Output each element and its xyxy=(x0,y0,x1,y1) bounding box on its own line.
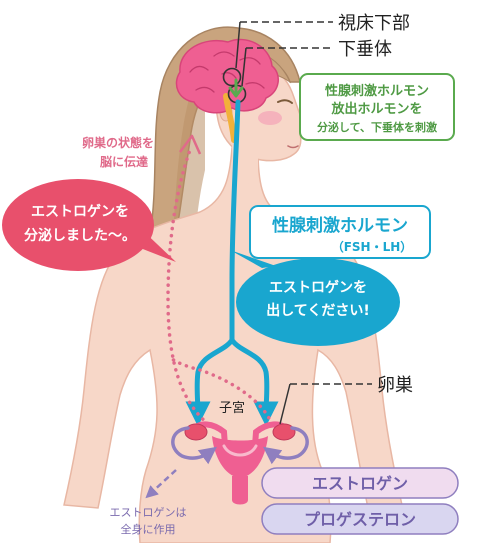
left-ovary xyxy=(184,423,208,441)
green-box-line1: 性腺刺激ホルモン xyxy=(325,83,429,99)
uterus-illustration xyxy=(187,421,293,505)
feedback-dotted-path xyxy=(166,148,210,426)
blue-path-right xyxy=(229,338,279,427)
left-purple-circle-arrow xyxy=(171,426,218,465)
brain-folds xyxy=(189,51,265,93)
red-speech-bubble xyxy=(2,179,154,271)
blue-box-title: 性腺刺激ホルモン xyxy=(272,215,408,236)
estrogen-pill xyxy=(261,467,459,499)
estrogen-effect-line2: 全身に作用 xyxy=(121,522,176,536)
red-bubble-line2: 分泌しました〜。 xyxy=(24,227,136,244)
ovary-state-label-line2: 脳に伝達 xyxy=(100,154,148,169)
purple-dashed-arrow xyxy=(145,469,177,499)
ovary-label: 卵巣 xyxy=(377,375,413,396)
blue-bubble-tail xyxy=(230,250,276,268)
feedback-arrow-head xyxy=(179,134,202,155)
feedback-dotted-path-right xyxy=(166,354,274,426)
progesterone-pill-label: プロゲステロン xyxy=(304,510,416,529)
blue-bubble-line1: エストロゲンを xyxy=(269,279,367,296)
green-box-line3: 分泌して、下垂体を刺激 xyxy=(317,120,437,134)
hypothalamus-leader-drop xyxy=(235,21,241,69)
right-purple-circle-arrow xyxy=(262,426,309,465)
right-ovary xyxy=(272,423,296,441)
uterus-label: 子宮 xyxy=(219,400,245,416)
progesterone-pill xyxy=(261,503,459,535)
ovary-state-label-line1: 卵巣の状態を xyxy=(82,135,154,150)
green-down-arrow xyxy=(228,78,244,98)
neck xyxy=(232,140,258,186)
green-box-line2: 放出ホルモンを xyxy=(330,101,422,117)
brain-stem xyxy=(223,93,237,143)
pituitary-label: 下垂体 xyxy=(338,39,392,60)
blue-path-left xyxy=(185,338,235,427)
mouth xyxy=(287,145,299,149)
cheek xyxy=(258,111,282,125)
green-info-box xyxy=(299,73,455,141)
estrogen-pill-label: エストロゲン xyxy=(312,474,408,493)
blue-path-main xyxy=(229,99,241,343)
pituitary-leader-drop xyxy=(241,47,247,87)
hypothalamus-marker xyxy=(222,67,242,87)
ovary-leader-drop xyxy=(279,383,291,425)
hypothalamus-label: 視床下部 xyxy=(338,13,410,34)
blue-info-box xyxy=(249,205,431,259)
blue-bubble-line2: 出してください! xyxy=(266,302,370,319)
blue-box-subtitle: （FSH・LH） xyxy=(332,239,413,254)
estrogen-effect-line1: エストロゲンは xyxy=(110,506,187,519)
blue-speech-bubble xyxy=(236,258,400,346)
red-bubble-line1: エストロゲンを xyxy=(31,203,129,220)
eye xyxy=(277,99,293,104)
